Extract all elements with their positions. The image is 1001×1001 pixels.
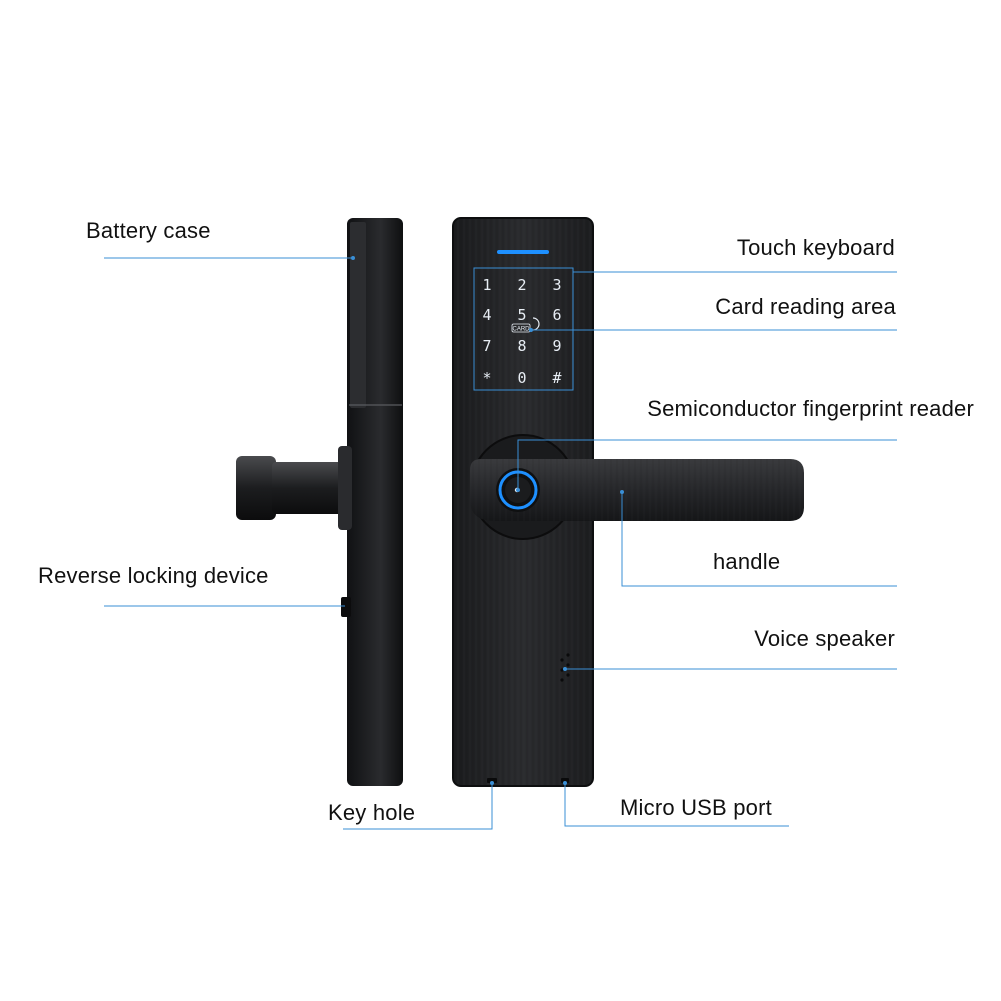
- card-label: CARD: [512, 327, 530, 333]
- leader-fingerprint-reader: [517, 439, 897, 490]
- key-7: 7: [482, 337, 491, 355]
- side-view-lock: [236, 218, 403, 786]
- status-indicator-bar: [497, 250, 549, 254]
- key-star: *: [482, 369, 491, 387]
- spindle-rosette: [338, 446, 352, 530]
- label-key-hole: Key hole: [328, 800, 416, 825]
- keypad-area: [473, 267, 574, 391]
- key-0: 0: [517, 369, 526, 387]
- key-5: 5: [517, 306, 526, 324]
- label-reverse-locking-device: Reverse locking device: [38, 563, 269, 588]
- key-8: 8: [517, 337, 526, 355]
- keypad: 1 2 3 4 5 6 7 8 9 * 0 #: [482, 276, 561, 387]
- label-touch-keyboard: Touch keyboard: [736, 235, 895, 260]
- leader-lines: [104, 256, 897, 830]
- label-handle: handle: [713, 549, 781, 574]
- key-2: 2: [517, 276, 526, 294]
- key-4: 4: [482, 306, 491, 324]
- label-micro-usb-port: Micro USB port: [620, 795, 772, 820]
- leader-key-hole: [343, 783, 493, 830]
- battery-case-cover: [350, 222, 366, 408]
- speaker-grille: [560, 653, 570, 682]
- leader-micro-usb-port: [564, 783, 789, 827]
- thumb-turn-knob: [236, 456, 276, 520]
- leader-handle: [621, 492, 897, 587]
- label-voice-speaker: Voice speaker: [754, 626, 895, 651]
- key-hole: [487, 778, 497, 783]
- key-3: 3: [552, 276, 561, 294]
- micro-usb-port: [561, 778, 569, 783]
- card-reader-icon: [511, 323, 531, 333]
- label-card-reading-area: Card reading area: [715, 294, 896, 319]
- key-1: 1: [482, 276, 491, 294]
- label-battery-case: Battery case: [86, 218, 211, 243]
- key-9: 9: [552, 337, 561, 355]
- label-fingerprint-reader: Semiconductor fingerprint reader: [647, 396, 974, 421]
- spindle: [272, 462, 344, 514]
- key-6: 6: [552, 306, 561, 324]
- key-hash: #: [552, 369, 561, 387]
- reverse-lock-switch: [341, 597, 351, 617]
- front-view-lock: CARD: [452, 217, 804, 787]
